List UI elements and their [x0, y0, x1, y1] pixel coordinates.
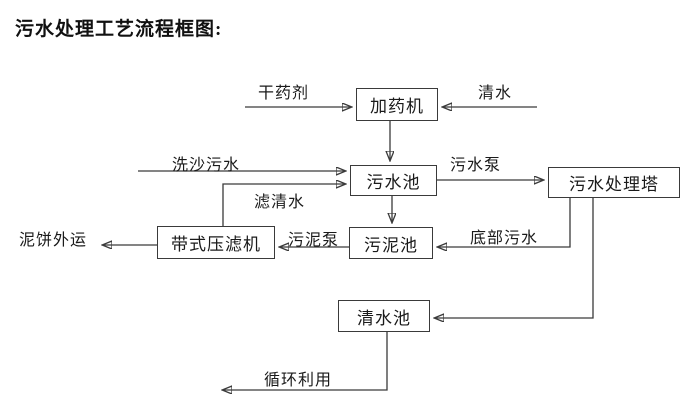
node-sludge-pool: 污泥池 — [349, 227, 433, 259]
flow-label-sludge-pump: 污泥泵 — [288, 232, 340, 249]
edge-treatment-tower-to-clean-water-pool — [435, 198, 594, 318]
diagram-title: 污水处理工艺流程框图: — [15, 19, 223, 40]
flow-label-filtered-water: 滤清水 — [254, 194, 306, 211]
node-sewage-pool: 污水池 — [350, 165, 437, 196]
node-treatment-tower: 污水处理塔 — [548, 167, 680, 198]
edge-bottom-sewage-to-sludge-pool — [438, 198, 571, 247]
node-clean-water-pool: 清水池 — [338, 300, 430, 332]
edge-filtered-water-to-sewage-pool — [222, 184, 345, 226]
flow-label-sand-wash-sewage: 洗沙污水 — [172, 157, 241, 174]
flow-label-clean-water: 清水 — [478, 85, 513, 102]
flow-label-bottom-sewage: 底部污水 — [470, 230, 539, 247]
node-dosing-machine: 加药机 — [356, 88, 438, 121]
flow-label-mud-cake-out: 泥饼外运 — [19, 232, 88, 249]
flow-label-dry-agent: 干药剂 — [258, 85, 310, 102]
node-belt-filter-press: 带式压滤机 — [157, 226, 275, 259]
flow-label-sewage-pump: 污水泵 — [450, 157, 502, 174]
edge-clean-water-pool-to-recycling — [223, 332, 388, 390]
flow-label-recycling: 循环利用 — [264, 372, 333, 389]
